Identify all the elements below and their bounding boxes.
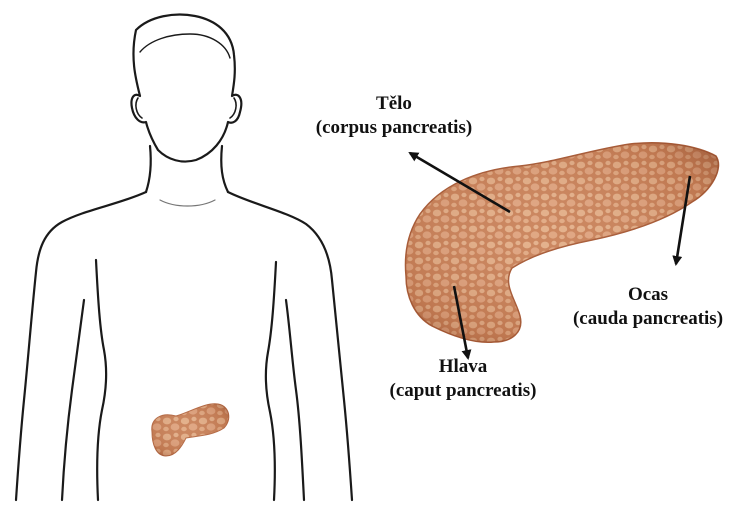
- left-arm-inner: [62, 300, 84, 500]
- right-arm-inner: [286, 300, 304, 500]
- label-body: Tělo (corpus pancreatis): [274, 92, 514, 140]
- neck-right: [221, 146, 228, 192]
- label-body-latin: (corpus pancreatis): [274, 116, 514, 140]
- right-torso-side: [266, 262, 276, 500]
- label-tail: Ocas (cauda pancreatis): [548, 283, 744, 331]
- label-tail-name: Ocas: [548, 283, 744, 307]
- collar-line: [160, 200, 215, 206]
- right-ear: [230, 98, 236, 118]
- pancreas-in-body: [152, 404, 229, 456]
- left-ear: [136, 98, 142, 118]
- label-body-name: Tělo: [274, 92, 514, 116]
- head-outline: [131, 15, 241, 162]
- label-head-latin: (caput pancreatis): [348, 379, 578, 403]
- label-head-name: Hlava: [348, 355, 578, 379]
- label-tail-latin: (cauda pancreatis): [548, 307, 744, 331]
- hair-detail: [140, 34, 230, 58]
- left-torso-side: [96, 260, 106, 500]
- neck-left: [146, 146, 151, 192]
- label-head: Hlava (caput pancreatis): [348, 355, 578, 403]
- left-shoulder-arm: [16, 192, 146, 500]
